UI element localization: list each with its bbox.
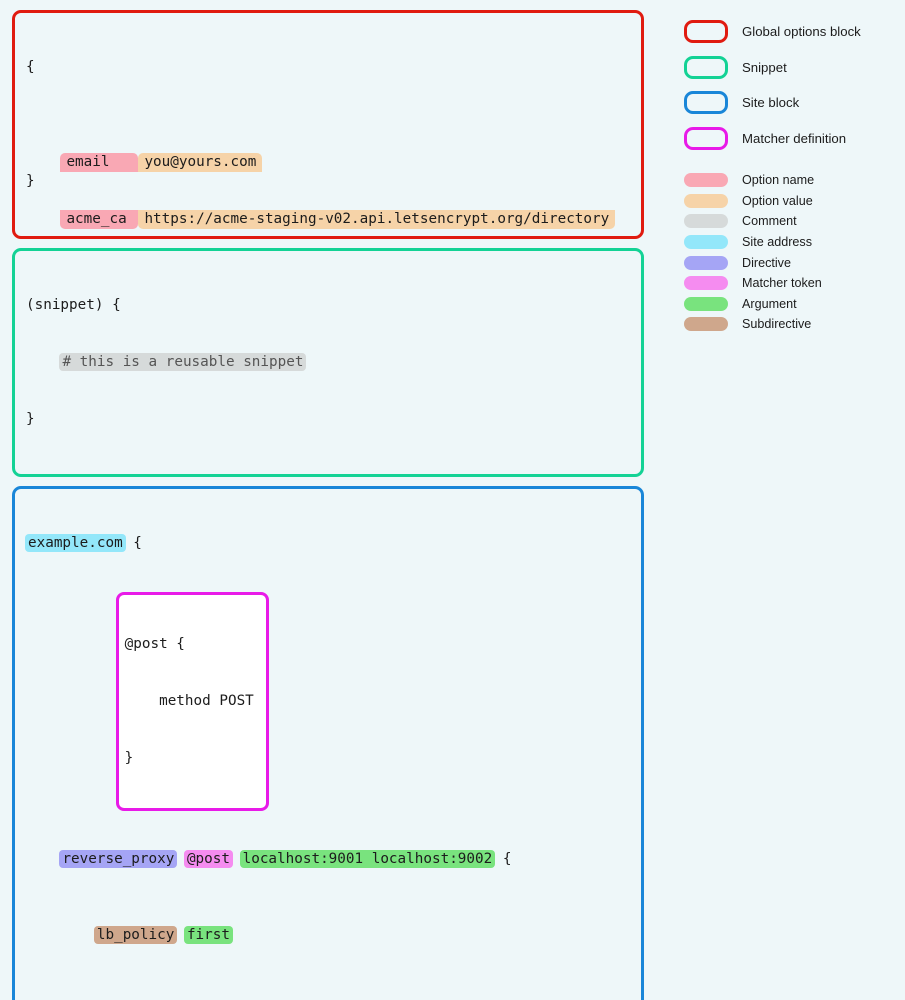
matcher-def-header: @post { [125, 635, 254, 654]
color-swatch-icon [684, 255, 728, 270]
legend-item-site-address: Site address [684, 232, 899, 253]
color-swatch-icon [684, 173, 728, 188]
legend-item-matcher-token: Matcher token [684, 273, 899, 294]
matcher-definition-post: @post { method POST } [115, 592, 269, 811]
subdirective-lb-policy: lb_policy [93, 926, 178, 944]
legend: Global options block Snippet Site block … [684, 14, 899, 335]
matcher-def-open-brace: { [167, 636, 185, 652]
color-swatch-icon [684, 276, 728, 291]
snippet-comment: # this is a reusable snippet [59, 353, 307, 371]
legend-item-site-block: Site block [684, 85, 899, 121]
legend-label-option-name: Option name [742, 173, 815, 188]
option-name-email: email [60, 153, 139, 172]
site-block-example-com: example.com { @post { method POST } reve… [12, 486, 644, 1000]
legend-item-matcher-definition: Matcher definition [684, 121, 899, 157]
snippet-close-brace: } [26, 411, 35, 427]
snippet-comment-line: # this is a reusable snippet [26, 353, 631, 372]
legend-item-argument: Argument [684, 294, 899, 315]
lb-policy-argument: first [183, 926, 233, 944]
legend-label-comment: Comment [742, 214, 797, 229]
legend-fill-group: Option name Option value Comment Site ad… [684, 170, 899, 335]
legend-label-site-block: Site block [742, 95, 800, 111]
rounded-outline-swatch-icon [684, 91, 728, 115]
option-name-acme-ca: acme_ca [60, 210, 139, 229]
matcher-def-space [211, 693, 220, 709]
site-header-brace: { [124, 535, 142, 551]
legend-label-matcher-token: Matcher token [742, 276, 822, 291]
rounded-outline-swatch-icon [684, 126, 728, 150]
legend-item-option-value: Option value [684, 191, 899, 212]
snippet-block: (snippet) { # this is a reusable snippet… [12, 248, 644, 477]
site-address-example-com: example.com [25, 534, 126, 552]
legend-label-argument: Argument [742, 296, 797, 311]
rounded-outline-swatch-icon [684, 20, 728, 44]
legend-item-option-name: Option name [684, 170, 899, 191]
directive-reverse-proxy: reverse_proxy [59, 850, 178, 868]
legend-label-global-options-block: Global options block [742, 24, 861, 40]
matcher-def-close-brace: } [124, 750, 134, 766]
legend-label-site-address: Site address [742, 235, 813, 250]
lb-policy-line: lb_policy first [26, 926, 631, 945]
matcher-def-directive: method [159, 693, 211, 709]
matcher-token-post: @post [183, 850, 233, 868]
matcher-def-argument: POST [219, 693, 254, 709]
site-header-line: example.com { [25, 534, 631, 553]
matcher-def-indent [125, 693, 159, 709]
legend-item-snippet: Snippet [684, 50, 899, 86]
rounded-outline-swatch-icon [684, 55, 728, 79]
color-swatch-icon [684, 193, 728, 208]
reverse-proxy-upstreams: localhost:9001 localhost:9002 [239, 850, 496, 868]
global-close-brace: } [26, 173, 35, 189]
option-value-acme-ca: https://acme-staging-v02.api.letsencrypt… [138, 210, 616, 229]
option-value-email: you@yours.com [138, 153, 263, 172]
global-open-brace: { [26, 59, 35, 75]
legend-label-subdirective: Subdirective [742, 317, 812, 332]
color-swatch-icon [684, 296, 728, 311]
color-swatch-icon [684, 317, 728, 332]
legend-label-snippet: Snippet [742, 59, 787, 75]
legend-item-directive: Directive [684, 252, 899, 273]
color-swatch-icon [684, 235, 728, 250]
legend-item-subdirective: Subdirective [684, 314, 899, 335]
snippet-header: (snippet) { [26, 297, 121, 313]
reverse-proxy-open-brace: { [494, 851, 512, 867]
matcher-def-body: method POST [125, 692, 254, 711]
matcher-def-token: @post [124, 636, 168, 652]
legend-item-comment: Comment [684, 211, 899, 232]
legend-label-directive: Directive [742, 255, 791, 270]
reverse-proxy-line: reverse_proxy @post localhost:9001 local… [26, 850, 631, 869]
legend-outline-group: Global options block Snippet Site block … [684, 14, 899, 156]
legend-label-option-value: Option value [742, 193, 813, 208]
legend-label-matcher-definition: Matcher definition [742, 130, 847, 146]
legend-item-global-options-block: Global options block [684, 14, 899, 50]
color-swatch-icon [684, 214, 728, 229]
